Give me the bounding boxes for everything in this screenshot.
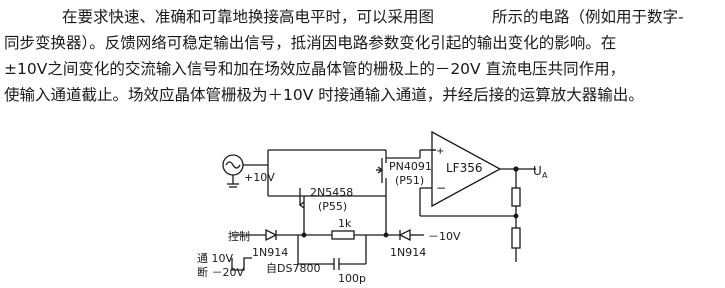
off-voltage-label: 断 －20V xyxy=(197,265,244,279)
source-voltage-label: +10V xyxy=(244,171,275,184)
control-waveform xyxy=(231,257,252,271)
capacitor-label: 100p xyxy=(338,272,366,285)
ac-source-symbol xyxy=(222,154,268,188)
paragraph-line-3: ±10V之间变化的交流输入信号和加在场效应晶体管的栅极上的－20V 直流电压共同… xyxy=(4,60,626,78)
fet2-symbol xyxy=(298,188,305,228)
diode2-label: 1N914 xyxy=(390,246,426,259)
description-paragraph: 在要求快速、准确和可靠地换接高电平时，可以采用图 所示的电路（例如用于数字- 同… xyxy=(0,0,725,110)
source-chip-label: 自DS7800 xyxy=(266,262,320,275)
paragraph-line-1b: 所示的电路（例如用于数字- xyxy=(492,8,684,26)
resistor-label: 1k xyxy=(338,217,352,230)
on-voltage-label: 通 10V xyxy=(197,252,233,265)
opamp-label: LF356 xyxy=(446,161,483,175)
diode1-symbol xyxy=(265,228,278,242)
fet1-symbol xyxy=(376,158,387,196)
fet1-sub-label: (P51) xyxy=(395,174,424,187)
fet2-label: 2N5458 xyxy=(310,186,353,199)
diode2-symbol xyxy=(398,228,411,242)
fet2-sub-label: (P55) xyxy=(318,200,347,213)
output-label: U xyxy=(533,164,542,178)
opamp-minus-sign: − xyxy=(436,181,446,195)
fet1-label: PN4091 xyxy=(389,160,432,173)
control-label: 控制 xyxy=(228,229,250,243)
neg-supply-label: －10V xyxy=(428,230,461,243)
paragraph-line-4: 使输入通道截止。场效应晶体管栅极为＋10V 时接通输入通道，并经后接的运算放大器… xyxy=(4,86,644,104)
opamp-plus-sign: + xyxy=(436,146,444,157)
paragraph-line-1a: 在要求快速、准确和可靠地换接高电平时，可以采用图 xyxy=(62,8,435,26)
opamp-symbol xyxy=(420,130,502,208)
diode1-label: 1N914 xyxy=(252,246,288,259)
output-sub-label: A xyxy=(542,171,548,180)
paragraph-line-2: 同步变换器）。反馈网络可稳定输出信号，抵消因电路参数变化引起的输出变化的影响。在 xyxy=(4,34,617,52)
circuit-schematic: +10V PN4091 (P51) 2N5458 (P55) LF356 + −… xyxy=(197,130,548,285)
